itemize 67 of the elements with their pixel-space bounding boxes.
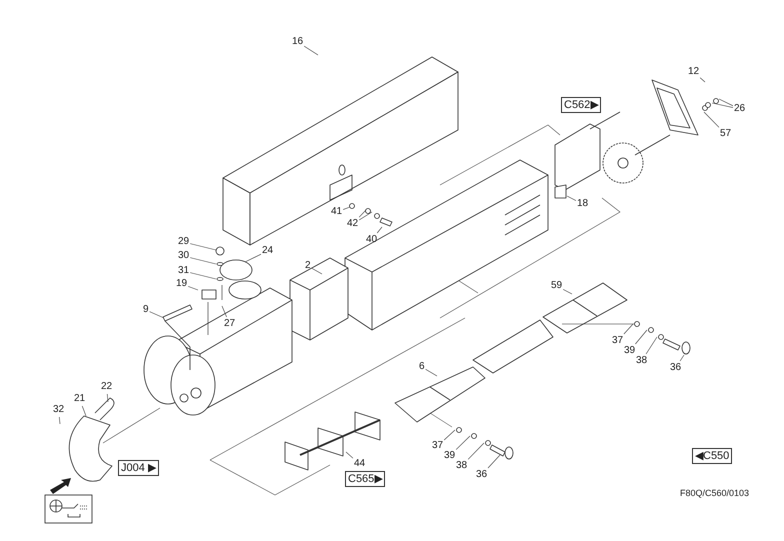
callout-number: 38 [456,460,468,472]
leader-line [106,394,108,402]
reference-tag: C565▶ [345,471,386,487]
leader-line [718,98,734,106]
leader-line [646,336,658,354]
leader-line [468,442,484,460]
leader-line [58,416,60,424]
leader-line [244,254,262,262]
leader-line [425,368,438,376]
callout-number: 57 [720,128,732,140]
reference-tag: ◀C550 [692,448,732,464]
leader-line [346,452,354,458]
callout-number: 44 [354,458,366,470]
callout-number: 36 [670,362,682,374]
callout-number: 6 [419,361,425,373]
leader-line [700,77,706,82]
callout-number: 16 [292,36,304,48]
leader-line [712,102,734,108]
leader-line [311,268,322,274]
leader-line [188,286,198,290]
callout-number: 37 [612,335,624,347]
leader-line [444,430,456,440]
leader-line [704,112,720,128]
leader-line [149,311,164,318]
callout-number: 36 [476,469,488,481]
leader-line [342,206,350,210]
callout-number: 41 [331,206,342,218]
callout-number: 42 [347,218,358,230]
leader-line [222,306,227,318]
leader-line [190,272,216,280]
callout-number: 39 [444,450,456,462]
callout-number: 27 [224,318,236,330]
callout-number: 26 [734,103,746,115]
leader-line [680,354,684,362]
leader-line [82,406,86,416]
callout-number: 24 [262,245,274,257]
callout-number: 59 [551,280,562,292]
callout-number: 30 [178,250,190,262]
callout-number: 29 [178,236,190,248]
leader-line [358,210,366,218]
callout-number: 19 [176,278,188,290]
callout-number: 38 [636,355,648,367]
drawing-reference-number: F80Q/C560/0103 [680,488,750,498]
callout-number: 40 [366,234,378,246]
leader-line [624,324,634,334]
callout-number: 21 [74,393,86,405]
reference-tag: C562▶ [561,97,602,113]
leader-line [376,226,382,234]
leader-line [190,243,216,250]
leader-line [190,257,216,264]
callout-number: 32 [53,404,64,416]
leader-line [562,289,572,294]
leader-line [566,196,576,201]
callout-number: 39 [624,345,636,357]
reference-tag: J004 ▶ [118,460,159,476]
callout-number: 12 [688,66,700,78]
callout-number: 9 [143,304,149,316]
leader-line [358,212,372,220]
callout-number: 2 [305,260,311,272]
callout-number: 37 [432,440,444,452]
leader-line [635,330,648,344]
leader-line [488,454,500,468]
callout-number: 22 [101,381,112,393]
callout-number: 31 [178,265,190,277]
leader-line [304,46,318,56]
leader-line [456,436,470,450]
callout-number: 18 [577,198,588,210]
